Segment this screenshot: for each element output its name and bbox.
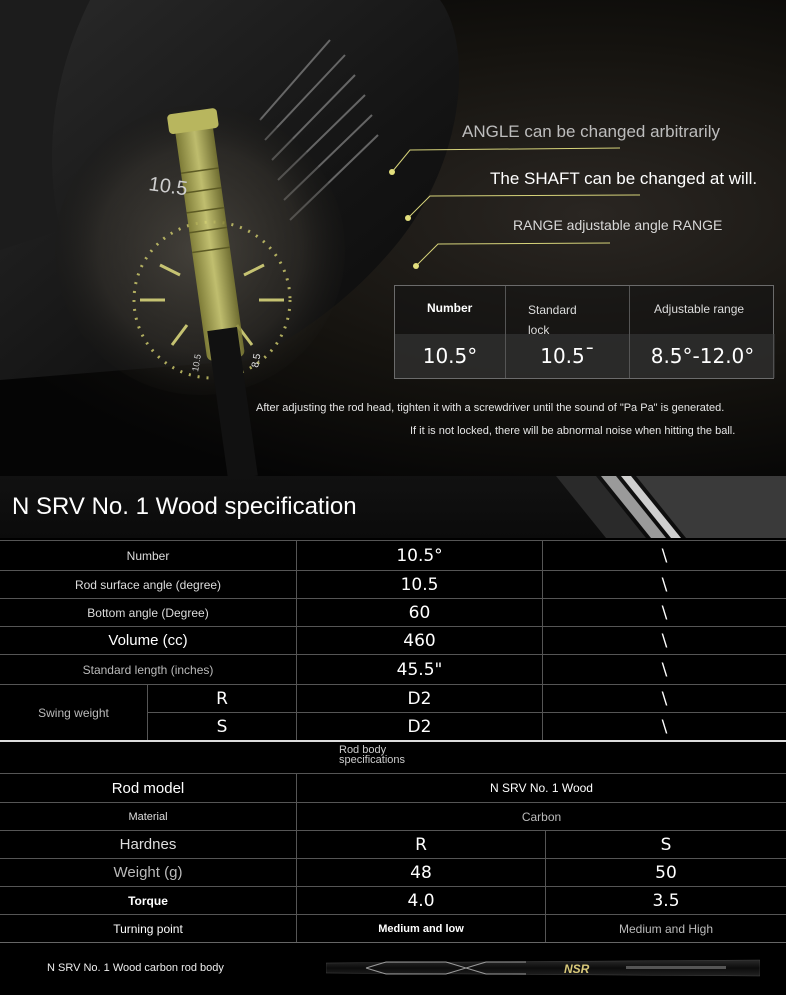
- spec-row-extra: \: [543, 626, 786, 654]
- callout-shaft: The SHAFT can be changed at will.: [490, 169, 758, 188]
- rod-weight-r: 48: [297, 858, 546, 886]
- shaft-brand: NSR: [564, 962, 590, 976]
- rod-footer-row: [0, 942, 786, 995]
- shaft-label: N SRV No. 1 Wood carbon rod body: [47, 962, 224, 974]
- note-tighten: After adjusting the rod head, tighten it…: [256, 402, 725, 414]
- rod-weight-label: Weight (g): [0, 858, 297, 886]
- rod-hardness-r: R: [297, 830, 546, 858]
- swing-weight-value: D2: [297, 712, 543, 740]
- callout-angle: ANGLE can be changed arbitrarily: [462, 122, 720, 141]
- rod-material-label: Material: [0, 802, 297, 830]
- swing-weight-flex: S: [148, 712, 297, 740]
- spec-header: N SRV No. 1 Wood specification: [0, 476, 786, 538]
- spec-row-value: 10.5°: [297, 540, 543, 570]
- spec-row-value: 460: [297, 626, 543, 654]
- rod-material-value: Carbon: [297, 802, 786, 830]
- clubhead-illustration: 10.5 10.5 8.5: [0, 0, 641, 476]
- swing-weight-label: Swing weight: [0, 684, 148, 740]
- rod-torque-r: 4.0: [297, 886, 546, 914]
- rod-turning-r: Medium and low: [297, 914, 546, 942]
- hero-banner: 10.5 10.5 8.5 ANGLE can be changed arbit…: [0, 0, 786, 476]
- adjust-header: Adjustable range: [654, 302, 745, 316]
- swing-weight-extra: \: [543, 712, 786, 740]
- rod-title-line1: Rod body: [339, 744, 387, 756]
- spec-title: N SRV No. 1 Wood specification: [12, 493, 357, 520]
- shaft-image: NSR: [326, 959, 760, 977]
- rod-hardness-s: S: [546, 830, 786, 858]
- note-noise: If it is not locked, there will be abnor…: [410, 425, 736, 437]
- spec-row-label: Standard length (inches): [0, 654, 297, 684]
- section-divider: [0, 740, 786, 742]
- adjust-col-range: Adjustable range 8.5°-12.0°: [630, 286, 775, 378]
- spec-row-extra: \: [543, 540, 786, 570]
- adjust-col-number: Number 10.5°: [395, 286, 506, 378]
- spec-row-extra: \: [543, 654, 786, 684]
- rod-turning-label: Turning point: [0, 914, 297, 942]
- spec-row-label: Rod surface angle (degree): [0, 570, 297, 598]
- swing-weight-value: D2: [297, 684, 543, 712]
- rod-torque-s: 3.5: [546, 886, 786, 914]
- adjust-col-lock: Standard lock 10.5ˉ: [506, 286, 630, 378]
- adjust-value: 10.5ˉ: [506, 334, 629, 378]
- rod-hardness-label: Hardnes: [0, 830, 297, 858]
- rod-torque-label: Torque: [0, 886, 297, 914]
- adjust-header: Number: [427, 301, 473, 315]
- rod-model-label: Rod model: [0, 773, 297, 802]
- dial-left-mark: 10.5: [190, 353, 203, 372]
- adjust-value: 10.5°: [395, 334, 505, 378]
- dial-right-mark: 8.5: [250, 352, 263, 368]
- spec-row-extra: \: [543, 570, 786, 598]
- swing-weight-extra: \: [543, 684, 786, 712]
- swing-weight-flex: R: [148, 684, 297, 712]
- spec-row-value: 45.5": [297, 654, 543, 684]
- rod-turning-s: Medium and High: [546, 914, 786, 942]
- spec-row-value: 10.5: [297, 570, 543, 598]
- spec-row-value: 60: [297, 598, 543, 626]
- stripes-decoration: [556, 476, 786, 538]
- rod-section-title: Rod body specifications: [339, 744, 406, 766]
- adjust-value: 8.5°-12.0°: [630, 334, 775, 378]
- spec-row-label: Number: [0, 540, 297, 570]
- callout-range: RANGE adjustable angle RANGE: [513, 217, 723, 233]
- spec-row-label: Volume (cc): [0, 626, 297, 654]
- face-loft-mark: 10.5: [147, 173, 189, 200]
- adjust-header: Standard lock: [528, 303, 577, 337]
- spec-row-extra: \: [543, 598, 786, 626]
- rod-title-line2: specifications: [339, 754, 406, 766]
- rod-model-value: N SRV No. 1 Wood: [297, 773, 786, 802]
- spec-row-label: Bottom angle (Degree): [0, 598, 297, 626]
- adjustment-table: Number 10.5° Standard lock 10.5ˉ Adjusta…: [394, 285, 775, 379]
- rod-weight-s: 50: [546, 858, 786, 886]
